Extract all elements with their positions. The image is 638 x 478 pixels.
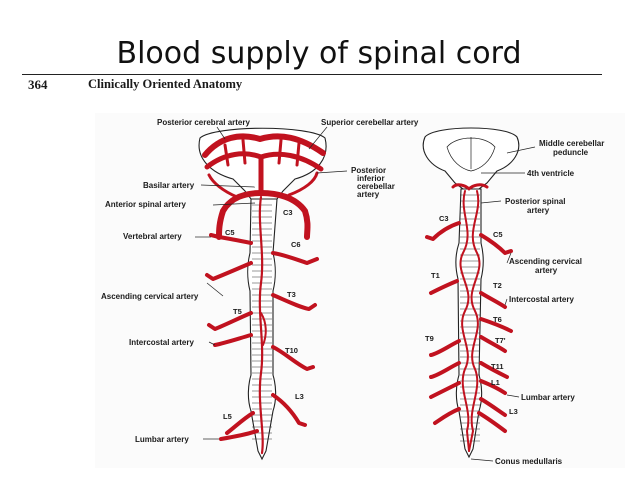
label-pica-line-3: cerebellar <box>357 182 395 191</box>
leader-middle-cerebellar <box>506 146 536 154</box>
label-pica-line-2: inferior <box>357 174 385 183</box>
posterior-spinal-artery-left <box>459 190 470 452</box>
segment-t3-anterior: T3 <box>287 290 296 299</box>
leader-posterior-cerebral <box>216 126 226 140</box>
segmental-artery-t2-post <box>479 291 507 309</box>
segment-c3-posterior: C3 <box>439 214 449 223</box>
segment-l1-posterior: L1 <box>491 378 500 387</box>
label-ascending-cervical-post-line-2: artery <box>535 266 558 275</box>
fourth-ventricle-outline <box>446 137 496 172</box>
label-basilar-artery: Basilar artery <box>143 181 195 190</box>
leader-intercostal-post <box>504 298 508 306</box>
segment-l5-anterior: L5 <box>223 412 232 421</box>
leader-basilar <box>200 184 256 188</box>
segment-c5-posterior: C5 <box>493 230 503 239</box>
segment-t7-posterior: T7' <box>495 336 506 345</box>
segmental-artery-t7-post <box>479 335 507 353</box>
segment-l3-anterior: L3 <box>295 392 304 401</box>
slide-title: Blood supply of spinal cord <box>116 36 522 71</box>
leader-superior-cerebellar <box>308 126 328 150</box>
segmental-artery-t6-post <box>479 317 513 333</box>
segmental-artery-l1-post <box>479 379 507 395</box>
posterior-spinal-origin <box>451 183 489 191</box>
label-fourth-ventricle: 4th ventricle <box>527 169 575 178</box>
label-conus-medullaris: Conus medullaris <box>495 457 563 466</box>
segmental-artery-mid-left-1 <box>429 361 461 379</box>
segmental-artery-c6 <box>271 251 319 265</box>
posterior-spinal-artery-right <box>468 190 481 452</box>
label-middle-cerebellar-line-1: Middle cerebellar <box>539 139 604 148</box>
segment-c6-anterior: C6 <box>291 240 301 249</box>
leader-ascending-cervical-post <box>506 252 512 264</box>
label-posterior-spinal-line-1: Posterior spinal <box>505 197 565 206</box>
vertebral-artery-left <box>216 190 264 240</box>
segmental-artery-l2-post <box>479 397 507 417</box>
label-vertebral-artery: Vertebral artery <box>123 232 182 241</box>
segment-t11-posterior: T11 <box>491 362 504 371</box>
anatomy-figure: Posterior cerebral artery Superior cereb… <box>95 113 625 468</box>
segmental-artery-t9-post <box>429 339 461 357</box>
label-posterior-spinal-line-2: artery <box>527 206 550 215</box>
spinal-cord-anterior <box>247 198 278 461</box>
figure-svg: Posterior cerebral artery Superior cereb… <box>101 118 604 466</box>
leader-anterior-spinal <box>212 202 256 206</box>
segmental-artery-c5 <box>209 233 253 245</box>
anterior-view: Posterior cerebral artery Superior cereb… <box>101 118 419 461</box>
vertebral-artery-right <box>258 190 311 240</box>
segmental-artery-l3-post <box>477 411 507 433</box>
intercostal-artery-left <box>213 333 253 347</box>
segment-t1-posterior: T1 <box>431 271 440 280</box>
label-ascending-cervical-post-line-1: Ascending cervical <box>509 257 582 266</box>
segmental-artery-t11-post <box>479 361 509 379</box>
segment-c3-anterior: C3 <box>283 208 293 217</box>
segmental-artery-l-left <box>433 407 461 425</box>
label-middle-cerebellar-line-2: peduncle <box>553 148 589 157</box>
segment-t9-posterior: T9 <box>425 334 434 343</box>
segment-t5-anterior: T5 <box>233 307 242 316</box>
label-anterior-spinal-artery: Anterior spinal artery <box>105 200 186 209</box>
header-rule <box>22 74 602 75</box>
segmental-artery-l5 <box>225 411 255 435</box>
book-title: Clinically Oriented Anatomy <box>88 77 243 91</box>
label-posterior-cerebral-artery: Posterior cerebral artery <box>157 118 250 127</box>
cerebral-branches <box>223 138 301 167</box>
segmental-artery-mid-left-2 <box>429 381 461 399</box>
leader-lumbar-post <box>506 394 520 398</box>
artery-great-radicular <box>260 312 267 346</box>
segment-c5-anterior: C5 <box>225 228 235 237</box>
leader-ascending-cervical <box>206 282 224 297</box>
leader-pica <box>316 170 348 174</box>
segmental-artery-c3-post <box>425 221 461 241</box>
segment-t2-posterior: T2 <box>493 281 502 290</box>
posterior-cerebral-artery <box>202 133 326 158</box>
page-number: 364 <box>28 77 48 92</box>
label-intercostal-artery-post: Intercostal artery <box>509 295 574 304</box>
posterior-view: Middle cerebellar peduncle 4th ventricle… <box>422 127 604 466</box>
label-superior-cerebellar-artery: Superior cerebellar artery <box>321 118 419 127</box>
pica-left <box>207 173 239 199</box>
label-ascending-cervical-artery: Ascending cervical artery <box>101 292 199 301</box>
segmental-artery-t1-post <box>429 279 459 295</box>
segmental-artery-c5-post <box>479 233 513 255</box>
book-page-header: 364 Clinically Oriented Anatomy <box>22 74 612 94</box>
lumbar-artery-left <box>219 429 259 441</box>
label-lumbar-artery: Lumbar artery <box>135 435 189 444</box>
ascending-cervical-left <box>205 261 253 281</box>
segmental-artery-l3 <box>271 393 307 427</box>
segmental-artery-t3 <box>271 293 317 311</box>
label-pica-line-4: artery <box>357 190 380 199</box>
segmental-artery-t5 <box>207 311 253 331</box>
segment-t6-posterior: T6 <box>493 315 502 324</box>
leader-intercostal <box>208 341 216 346</box>
label-pica-line-1: Posterior <box>351 166 386 175</box>
leader-posterior-spinal <box>480 200 502 204</box>
segmental-artery-t10 <box>271 345 315 371</box>
leader-conus <box>470 458 494 462</box>
anterior-spinal-artery <box>258 195 264 455</box>
pica-right <box>287 171 319 197</box>
label-intercostal-artery: Intercostal artery <box>129 338 194 347</box>
label-lumbar-artery-post: Lumbar artery <box>521 393 575 402</box>
segment-t10-anterior: T10 <box>285 346 298 355</box>
segment-l3-posterior: L3 <box>509 407 518 416</box>
